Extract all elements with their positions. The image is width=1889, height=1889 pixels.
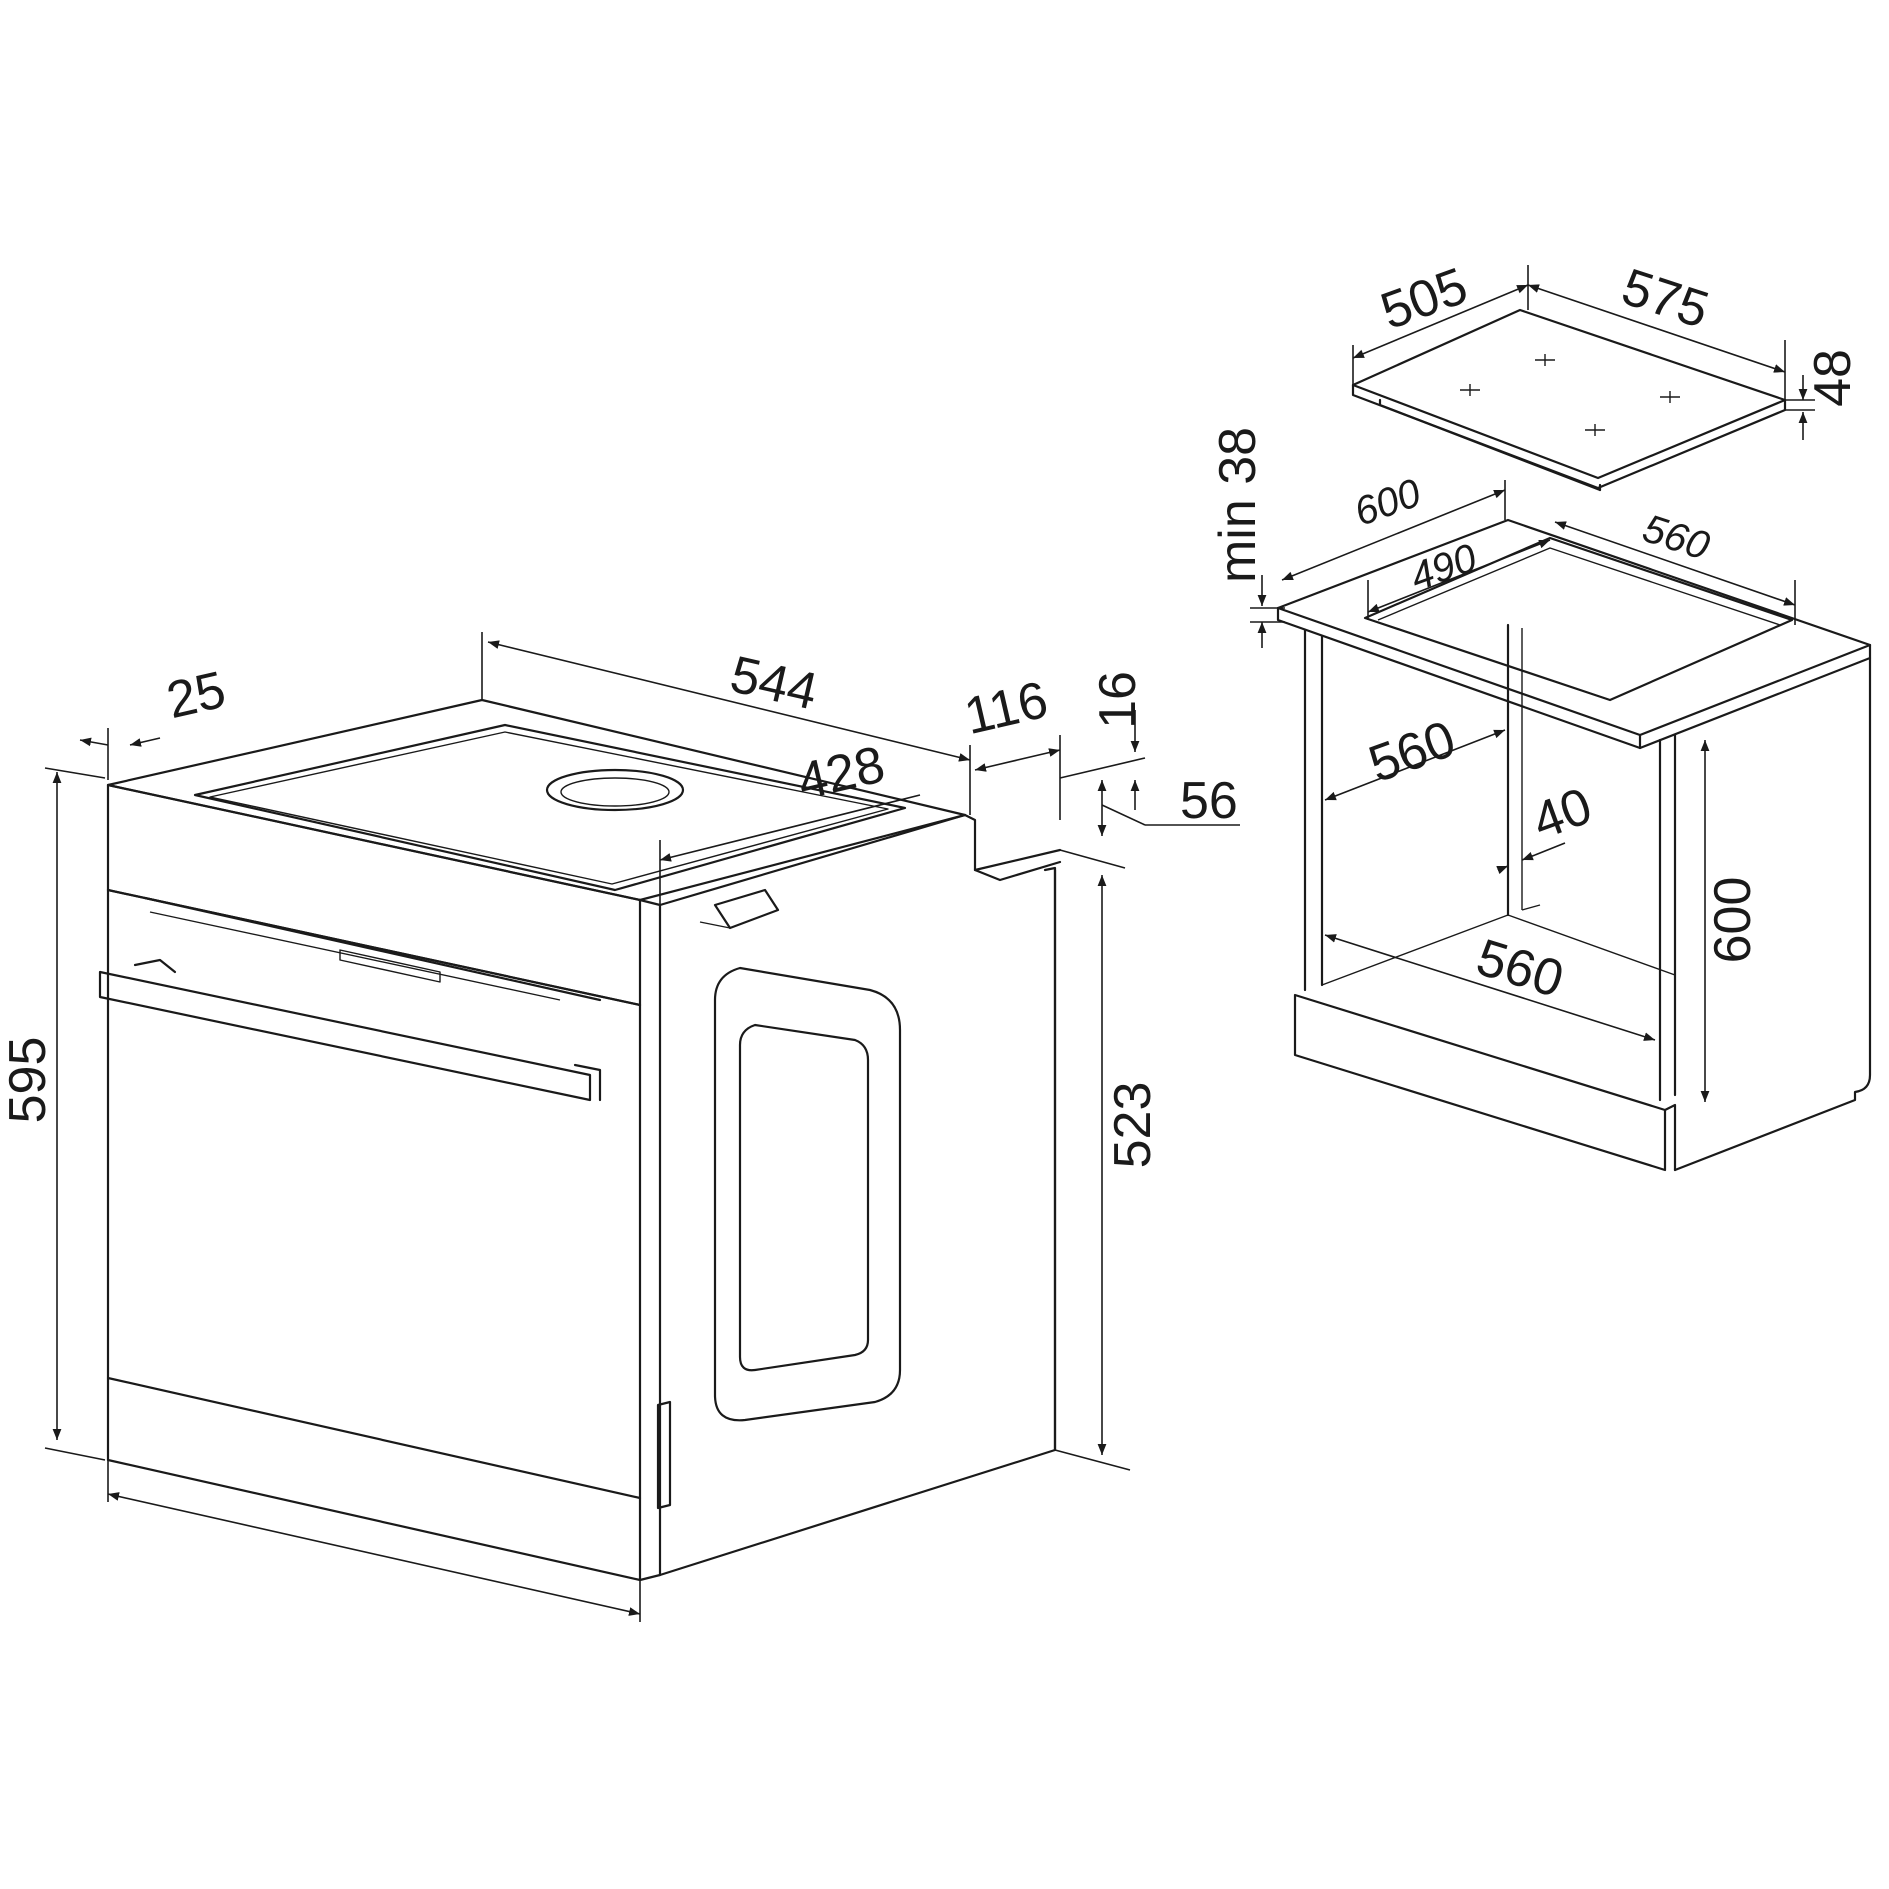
worktop-width-label: 600 [1349,471,1427,535]
niche-bottom-width-label: 560 [1470,928,1570,1009]
cabinet-dimensions [1250,480,1796,1102]
oven-rear-step-label: 116 [959,671,1053,746]
rear-gap-label: 40 [1525,777,1599,851]
hob-drawing [1351,308,1787,492]
oven-top-depth-label: 544 [725,645,823,721]
oven-height-label: 595 [0,1037,57,1124]
cabinet-clearance-label: min 38 [1209,427,1267,583]
hob-thickness-label: 48 [1804,349,1862,407]
niche-height-label: 600 [1704,877,1762,964]
oven-drawing [98,698,1062,1582]
hob-depth-label: 505 [1374,257,1475,341]
oven-front-panel-label: 25 [161,661,230,731]
niche-width-label: 560 [1362,710,1463,794]
hob-dimensions [1352,265,1815,440]
cabinet-dimension-labels: min 38 600 490 560 560 40 560 600 [1209,427,1762,1009]
hob-width-label: 575 [1615,258,1715,340]
oven-top-offset-label: 16 [1089,671,1147,729]
hob-dimension-labels: 505 575 48 [1374,257,1862,407]
oven-dimensions [44,632,1240,1622]
oven-cavity-depth-label: 428 [792,735,890,811]
cutout-depth-label: 490 [1405,536,1483,600]
cabinet-drawing [1276,518,1872,1172]
oven-body-height-label: 523 [1104,1082,1162,1169]
cutout-width-label: 560 [1637,506,1714,568]
oven-dimension-labels: 595 25 544 428 116 16 56 523 [0,645,1238,1168]
oven-step-height-label: 56 [1180,772,1238,830]
